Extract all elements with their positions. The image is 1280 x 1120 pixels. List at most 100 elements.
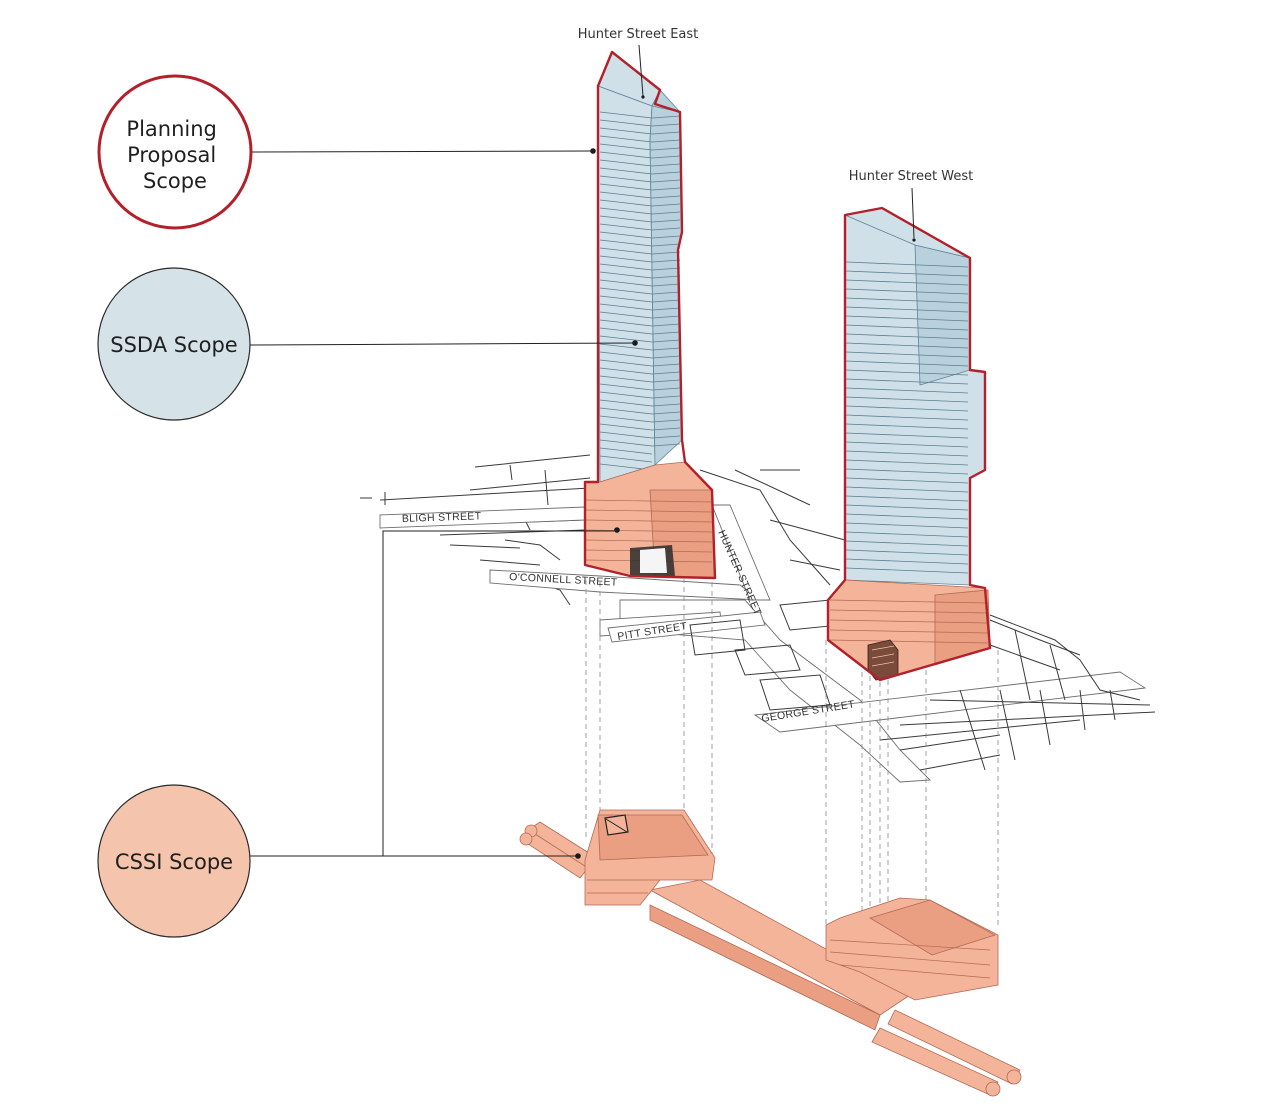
legend-ssda: SSDA Scope xyxy=(97,267,251,421)
tower-east-label: Hunter Street East xyxy=(578,27,699,42)
floor-line xyxy=(599,111,653,119)
floor-line xyxy=(651,243,681,247)
floor-line xyxy=(585,519,713,523)
floor-line xyxy=(829,629,989,634)
floor-line xyxy=(651,315,681,319)
floor-line xyxy=(845,405,969,412)
floor-line xyxy=(599,399,653,407)
floor-line xyxy=(845,342,969,349)
floor-line xyxy=(845,495,969,502)
floor-line xyxy=(845,288,969,295)
floor-line xyxy=(599,343,653,351)
floor-line xyxy=(651,155,681,159)
floor-line xyxy=(845,396,969,403)
floor-line xyxy=(651,355,681,359)
underground-station xyxy=(519,809,1022,1097)
floor-line xyxy=(599,151,653,159)
floor-line xyxy=(651,251,681,255)
floor-line xyxy=(845,504,969,511)
floor-line xyxy=(599,199,653,207)
floor-line xyxy=(651,323,681,327)
floor-line xyxy=(651,275,681,279)
floor-line xyxy=(845,567,969,574)
floor-line xyxy=(651,139,681,143)
floor-line xyxy=(599,167,653,175)
floor-line xyxy=(845,414,969,421)
floor-line xyxy=(651,395,681,399)
floor-line xyxy=(585,539,713,543)
floor-line xyxy=(651,211,681,215)
floor-line xyxy=(651,179,681,183)
floor-line xyxy=(829,599,989,604)
floor-line xyxy=(651,267,681,271)
floor-line xyxy=(599,231,653,239)
floor-line xyxy=(651,331,681,335)
floor-line xyxy=(651,347,681,351)
floor-line xyxy=(599,263,653,271)
floor-line xyxy=(651,379,681,383)
floor-line xyxy=(599,327,653,335)
floor-line xyxy=(651,147,681,151)
floor-line xyxy=(599,311,653,319)
floor-line xyxy=(599,191,653,199)
floor-line xyxy=(651,427,681,431)
floor-line xyxy=(599,295,653,303)
floor-line xyxy=(599,215,653,223)
floor-line xyxy=(651,435,681,439)
floor-line xyxy=(651,227,681,231)
street-network xyxy=(360,454,1156,783)
floor-line xyxy=(845,378,969,385)
floor-line xyxy=(651,219,681,223)
floor-line xyxy=(599,239,653,247)
tower-west-podium-floor-lines xyxy=(829,599,989,644)
floor-line xyxy=(651,371,681,375)
floor-line xyxy=(599,359,653,367)
floor-line xyxy=(845,477,969,484)
floor-line xyxy=(599,431,653,439)
floor-line xyxy=(845,333,969,340)
floor-line xyxy=(651,203,681,207)
floor-line xyxy=(845,387,969,394)
floor-line xyxy=(599,439,653,447)
floor-line xyxy=(651,235,681,239)
floor-line xyxy=(845,450,969,457)
floor-line xyxy=(599,415,653,423)
floor-line xyxy=(599,319,653,327)
floor-line xyxy=(845,558,969,565)
floor-line xyxy=(599,455,653,463)
floor-line xyxy=(845,351,969,358)
floor-line xyxy=(845,459,969,466)
floor-line xyxy=(845,261,969,268)
floor-line xyxy=(845,486,969,493)
floor-line xyxy=(651,307,681,311)
floor-line xyxy=(599,183,653,191)
floor-line xyxy=(599,135,653,143)
tower-east-floor-lines xyxy=(599,111,681,471)
floor-line xyxy=(845,360,969,367)
floor-line xyxy=(599,207,653,215)
projection-lines xyxy=(585,578,999,960)
floor-line xyxy=(651,403,681,407)
floor-line xyxy=(651,291,681,295)
floor-line xyxy=(829,639,989,644)
floor-line xyxy=(599,159,653,167)
floor-line xyxy=(599,407,653,415)
floor-line xyxy=(599,255,653,263)
floor-line xyxy=(599,447,653,455)
floor-line xyxy=(599,223,653,231)
tower-east xyxy=(583,44,717,580)
floor-line xyxy=(845,522,969,529)
floor-line xyxy=(651,163,681,167)
legend-ssda-label: SSDA Scope xyxy=(110,333,237,357)
floor-line xyxy=(599,119,653,127)
street-label-bligh: BLIGH STREET xyxy=(402,510,482,525)
floor-line xyxy=(651,443,681,447)
legend-leaders xyxy=(249,150,636,859)
floor-line xyxy=(845,432,969,439)
floor-line xyxy=(599,287,653,295)
floor-line xyxy=(585,499,713,503)
floor-line xyxy=(845,540,969,547)
floor-line xyxy=(599,367,653,375)
floor-line xyxy=(599,383,653,391)
floor-line xyxy=(651,187,681,191)
